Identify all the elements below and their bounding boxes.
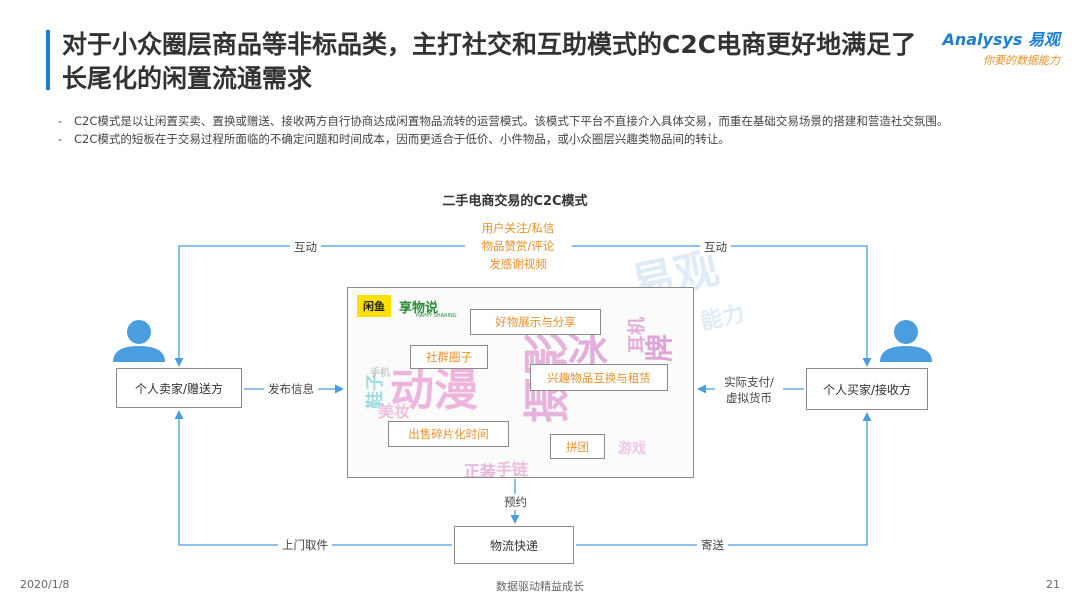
edge-deliver <box>576 412 872 546</box>
word-cloud-term: 正装 <box>464 462 497 478</box>
edge-label-publish: 发布信息 <box>264 381 318 397</box>
xiangwushuo-logo-sub: HAPPY SHARING <box>416 313 457 319</box>
page-title: 对于小众圈层商品等非标品类，主打社交和互助模式的C2C电商更好地满足了长尾化的闲… <box>62 30 917 93</box>
bullet-item: C2C模式的短板在于交易过程所面临的不确定问题和时间成本，因而更适合于低价、小件… <box>58 130 1038 148</box>
bullet-item: C2C模式是以让闲置买卖、置换或赠送、接收两方自行协商达成闲置物品流转的运营模式… <box>58 112 1038 130</box>
edge-label-top-left: 互动 <box>290 239 321 255</box>
word-cloud-term: 美妆 <box>378 402 411 421</box>
edge-top-right <box>572 245 872 367</box>
edge-label-reserve: 预约 <box>500 494 531 510</box>
word-cloud-term: 游戏 <box>618 441 646 457</box>
word-cloud-term: 耳机 <box>627 317 648 353</box>
node-logistics: 物流快递 <box>454 526 574 564</box>
interaction-comment: 物品赞赏/评论 <box>481 239 555 253</box>
footer-date: 2020/1/8 <box>20 578 70 591</box>
xiangwushuo-logo: 享物说 <box>399 301 439 316</box>
edge-label-payment: 实际支付/虚拟货币 <box>715 374 783 406</box>
edge-top-left <box>174 245 465 367</box>
interaction-follow: 用户关注/私信 <box>481 221 555 235</box>
word-cloud-term: 手链 <box>496 460 529 478</box>
edge-pickup <box>174 410 452 546</box>
edge-label-top-right: 互动 <box>700 239 731 255</box>
page-number: 21 <box>1046 578 1060 591</box>
logo-brand-text: Analysys 易观 <box>942 30 1060 49</box>
xianyu-logo: 闲鱼 <box>357 295 391 317</box>
feature-group-buy: 拼团 <box>550 434 605 459</box>
footer-slogan: 数据驱动精益成长 <box>496 580 584 593</box>
interaction-video: 发感谢视频 <box>489 257 547 271</box>
seller-person-icon <box>113 320 165 362</box>
feature-community: 社群圈子 <box>410 345 488 369</box>
feature-share: 好物展示与分享 <box>470 309 601 335</box>
node-buyer: 个人买家/接收方 <box>806 368 928 410</box>
node-seller: 个人卖家/赠送方 <box>116 368 242 408</box>
feature-swap: 兴趣物品互换与租赁 <box>530 364 668 391</box>
edge-label-pickup: 上门取件 <box>278 537 332 553</box>
buyer-person-icon <box>880 320 932 362</box>
edge-label-deliver: 寄送 <box>697 537 728 553</box>
brand-logo: Analysys 易观 你要的数据能力 <box>920 26 1060 68</box>
bullet-list: C2C模式是以让闲置买卖、置换或赠送、接收两方自行协商达成闲置物品流转的运营模式… <box>58 112 1038 148</box>
word-cloud-term: 手机 <box>370 368 390 379</box>
title-accent-bar <box>46 30 50 90</box>
word-cloud-term: 动漫 <box>390 365 478 416</box>
logo-slogan-text: 你要的数据能力 <box>983 54 1060 67</box>
diagram-title: 二手电商交易的C2C模式 <box>442 194 588 209</box>
feature-time: 出售碎片化时间 <box>388 421 509 447</box>
